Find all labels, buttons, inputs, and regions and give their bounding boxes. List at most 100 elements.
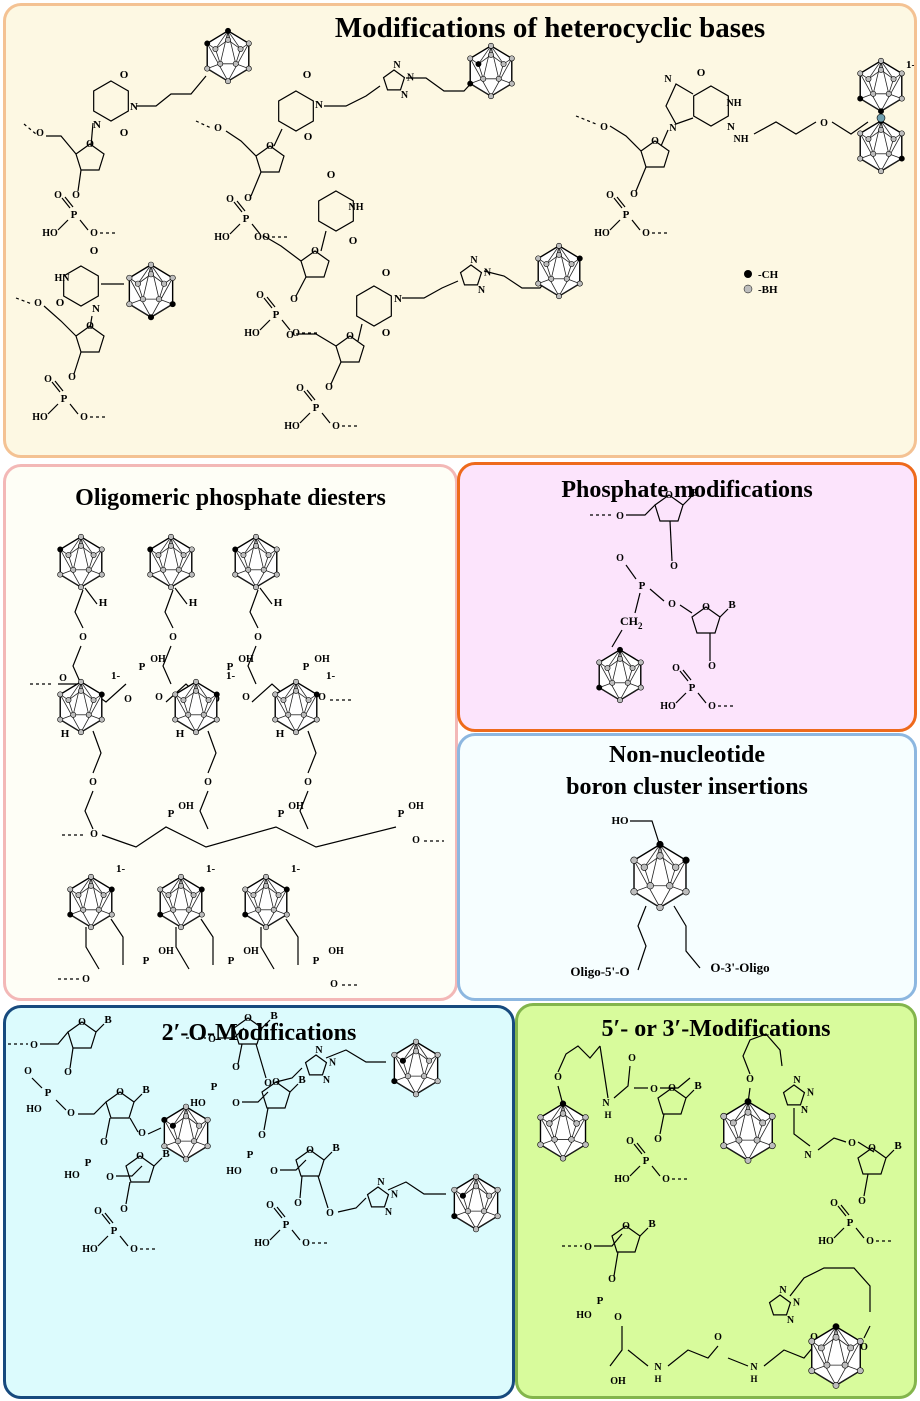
bh-vertex xyxy=(744,1157,752,1164)
bond xyxy=(263,1107,269,1131)
cluster-edge xyxy=(187,681,197,715)
bh-vertex xyxy=(182,1113,190,1120)
bh-vertex xyxy=(85,566,92,573)
bh-vertex xyxy=(426,1057,433,1064)
atom-label: 1- xyxy=(906,59,916,71)
atom-label: O xyxy=(302,1238,310,1249)
bond xyxy=(174,587,188,605)
atom-label: O xyxy=(270,1166,278,1177)
bh-vertex xyxy=(391,1051,398,1058)
atom-label: O xyxy=(326,1208,334,1219)
bond-path xyxy=(337,1197,367,1213)
bh-vertex xyxy=(865,136,872,142)
bh-vertex xyxy=(57,716,64,723)
bh-vertex xyxy=(559,1110,567,1117)
atom-label: O xyxy=(325,382,333,393)
bh-vertex xyxy=(898,70,905,77)
bh-vertex xyxy=(270,906,277,913)
cluster-edge xyxy=(478,45,492,65)
cluster-edge xyxy=(475,1176,490,1196)
bh-vertex xyxy=(508,55,515,62)
cluster-edge xyxy=(150,264,165,284)
bh-vertex xyxy=(817,1344,825,1352)
bh-vertex xyxy=(629,665,636,671)
base-ring xyxy=(63,265,99,307)
bh-vertex xyxy=(729,1119,737,1127)
cluster-edge xyxy=(747,1101,763,1124)
ch-vertex xyxy=(682,856,690,864)
ch-vertex xyxy=(157,911,164,918)
bond xyxy=(281,319,291,331)
atom-label: O xyxy=(628,1053,636,1064)
boron-cluster-icon xyxy=(67,873,115,931)
atom-label: O xyxy=(80,412,88,423)
atom-label: O xyxy=(866,1236,874,1247)
cluster-edge xyxy=(454,1215,477,1230)
cluster-edge xyxy=(598,662,621,701)
bh-vertex xyxy=(174,1138,181,1145)
cluster-edge xyxy=(811,1341,837,1386)
cluster-edge xyxy=(619,687,641,701)
bond xyxy=(54,380,64,392)
bond xyxy=(611,629,623,648)
ch-vertex xyxy=(213,691,220,698)
linker-chain xyxy=(110,918,124,965)
bh-vertex xyxy=(753,1136,761,1144)
triazole-ring xyxy=(366,1186,390,1208)
atom-label: OH xyxy=(288,801,304,812)
atom-label: N xyxy=(92,303,100,315)
oligomeric-structures: HOHOHOOOPOHOOPOHOPOHO1-HO1-HO1-HOOPOHPOH… xyxy=(30,533,444,990)
bond xyxy=(299,1175,303,1199)
sugar-ring xyxy=(857,1147,887,1175)
cluster-edge xyxy=(490,45,504,65)
atom-label: H xyxy=(99,597,108,609)
cluster-edge xyxy=(599,687,621,701)
atom-label: O xyxy=(90,228,98,239)
atom-label: O xyxy=(24,1066,32,1077)
bh-vertex xyxy=(88,924,94,931)
sugar-ring xyxy=(335,335,365,363)
linker-chain xyxy=(307,730,317,774)
cluster-edge xyxy=(72,681,82,715)
ch-vertex xyxy=(204,40,211,47)
bond xyxy=(133,1093,143,1103)
bh-vertex xyxy=(582,1114,589,1121)
cluster-edge xyxy=(257,876,267,910)
bh-vertex xyxy=(486,1192,493,1199)
atom-label: O xyxy=(304,777,312,788)
atom-label: B xyxy=(142,1084,150,1096)
bond-path xyxy=(727,1357,749,1367)
cluster-edge xyxy=(162,536,172,570)
bond xyxy=(259,587,273,605)
triazole-ring xyxy=(768,1294,792,1316)
cluster-edge xyxy=(821,1326,837,1349)
cluster-edge xyxy=(607,649,621,669)
bh-vertex xyxy=(666,882,674,890)
atom-label: O xyxy=(860,1342,868,1353)
bh-vertex xyxy=(188,546,195,553)
bond xyxy=(105,1117,111,1139)
bh-vertex xyxy=(273,571,280,578)
bond xyxy=(863,1325,871,1339)
atom-label: O xyxy=(318,692,326,703)
panel-title: Oligomeric phosphate diesters xyxy=(75,485,386,511)
bh-vertex xyxy=(275,892,282,898)
bh-vertex xyxy=(168,584,174,591)
bond xyxy=(259,319,271,331)
atom-label: P xyxy=(398,808,405,820)
bond xyxy=(747,1087,751,1104)
bh-vertex xyxy=(646,882,654,890)
bh-vertex xyxy=(182,1103,190,1110)
atom-label: HO xyxy=(226,1166,242,1177)
bond xyxy=(675,692,687,704)
atom-label: N xyxy=(130,101,138,113)
atom-label: O xyxy=(214,123,222,134)
bh-vertex xyxy=(169,274,176,281)
bh-vertex xyxy=(172,691,179,698)
cluster-edge xyxy=(880,133,903,172)
atom-label: HO xyxy=(594,228,610,239)
cluster-edge xyxy=(180,889,203,928)
linker-chain xyxy=(162,645,172,685)
bh-vertex xyxy=(57,571,64,578)
atom-label: O xyxy=(670,561,678,572)
